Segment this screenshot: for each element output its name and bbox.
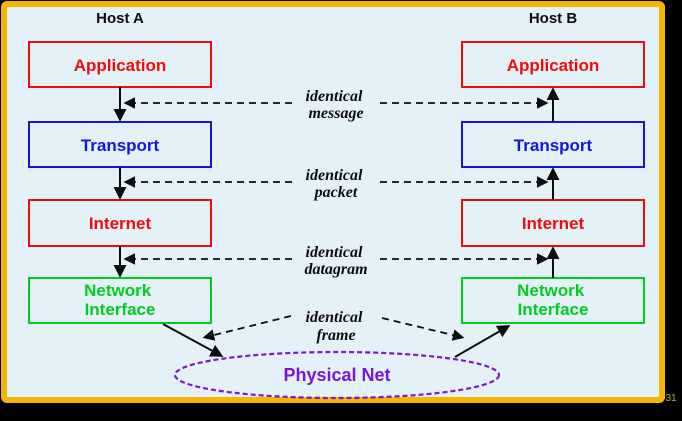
host-a-network-interface-box [28, 277, 212, 324]
host-a-title: Host A [96, 10, 144, 27]
host-a-network-interface-line1: Network [84, 281, 152, 300]
identical-frame-line1: identical [306, 309, 363, 326]
physical-net-label: Physical Net [283, 365, 390, 385]
identical-message-line2: message [308, 105, 363, 122]
identical-packet-label: identical packet [306, 167, 367, 201]
physical-net-ellipse [173, 350, 501, 400]
identical-frame-line2: frame [316, 327, 355, 344]
host-b-arrow-physical-net-to-network-interface [454, 325, 511, 358]
host-a-application-label: Application [74, 56, 167, 75]
host-b-network-interface-line1: Network [517, 281, 585, 300]
host-b-network-interface-line2: Interface [518, 300, 589, 319]
identical-packet-line2: packet [313, 184, 358, 201]
identical-datagram-line2: datagram [304, 261, 367, 278]
host-a-arrow-network-interface-to-physical-net [162, 323, 224, 357]
host-a-transport-label: Transport [81, 136, 160, 155]
host-a-internet-label: Internet [89, 214, 152, 233]
identical-message-label: identical message [306, 88, 367, 122]
host-b-title: Host B [529, 10, 578, 27]
host-b-network-interface-label: Network Interface [517, 281, 589, 319]
identical-frame-dashed-right [381, 317, 465, 341]
host-a-network-interface-line2: Interface [85, 300, 156, 319]
host-a-network-interface-label: Network Interface [84, 281, 156, 319]
host-b-application-box [461, 41, 645, 88]
identical-message-line1: identical [306, 88, 363, 105]
identical-frame-dashed-left [202, 315, 292, 341]
identical-datagram-label: identical datagram [304, 244, 367, 278]
host-b-internet-label: Internet [522, 214, 585, 233]
identical-frame-label: identical frame [306, 309, 367, 344]
identical-packet-line1: identical [306, 167, 363, 184]
host-b-application-label: Application [507, 56, 600, 75]
identical-datagram-line1: identical [306, 244, 363, 261]
page-number: 31 [665, 393, 677, 404]
host-b-transport-label: Transport [514, 136, 593, 155]
